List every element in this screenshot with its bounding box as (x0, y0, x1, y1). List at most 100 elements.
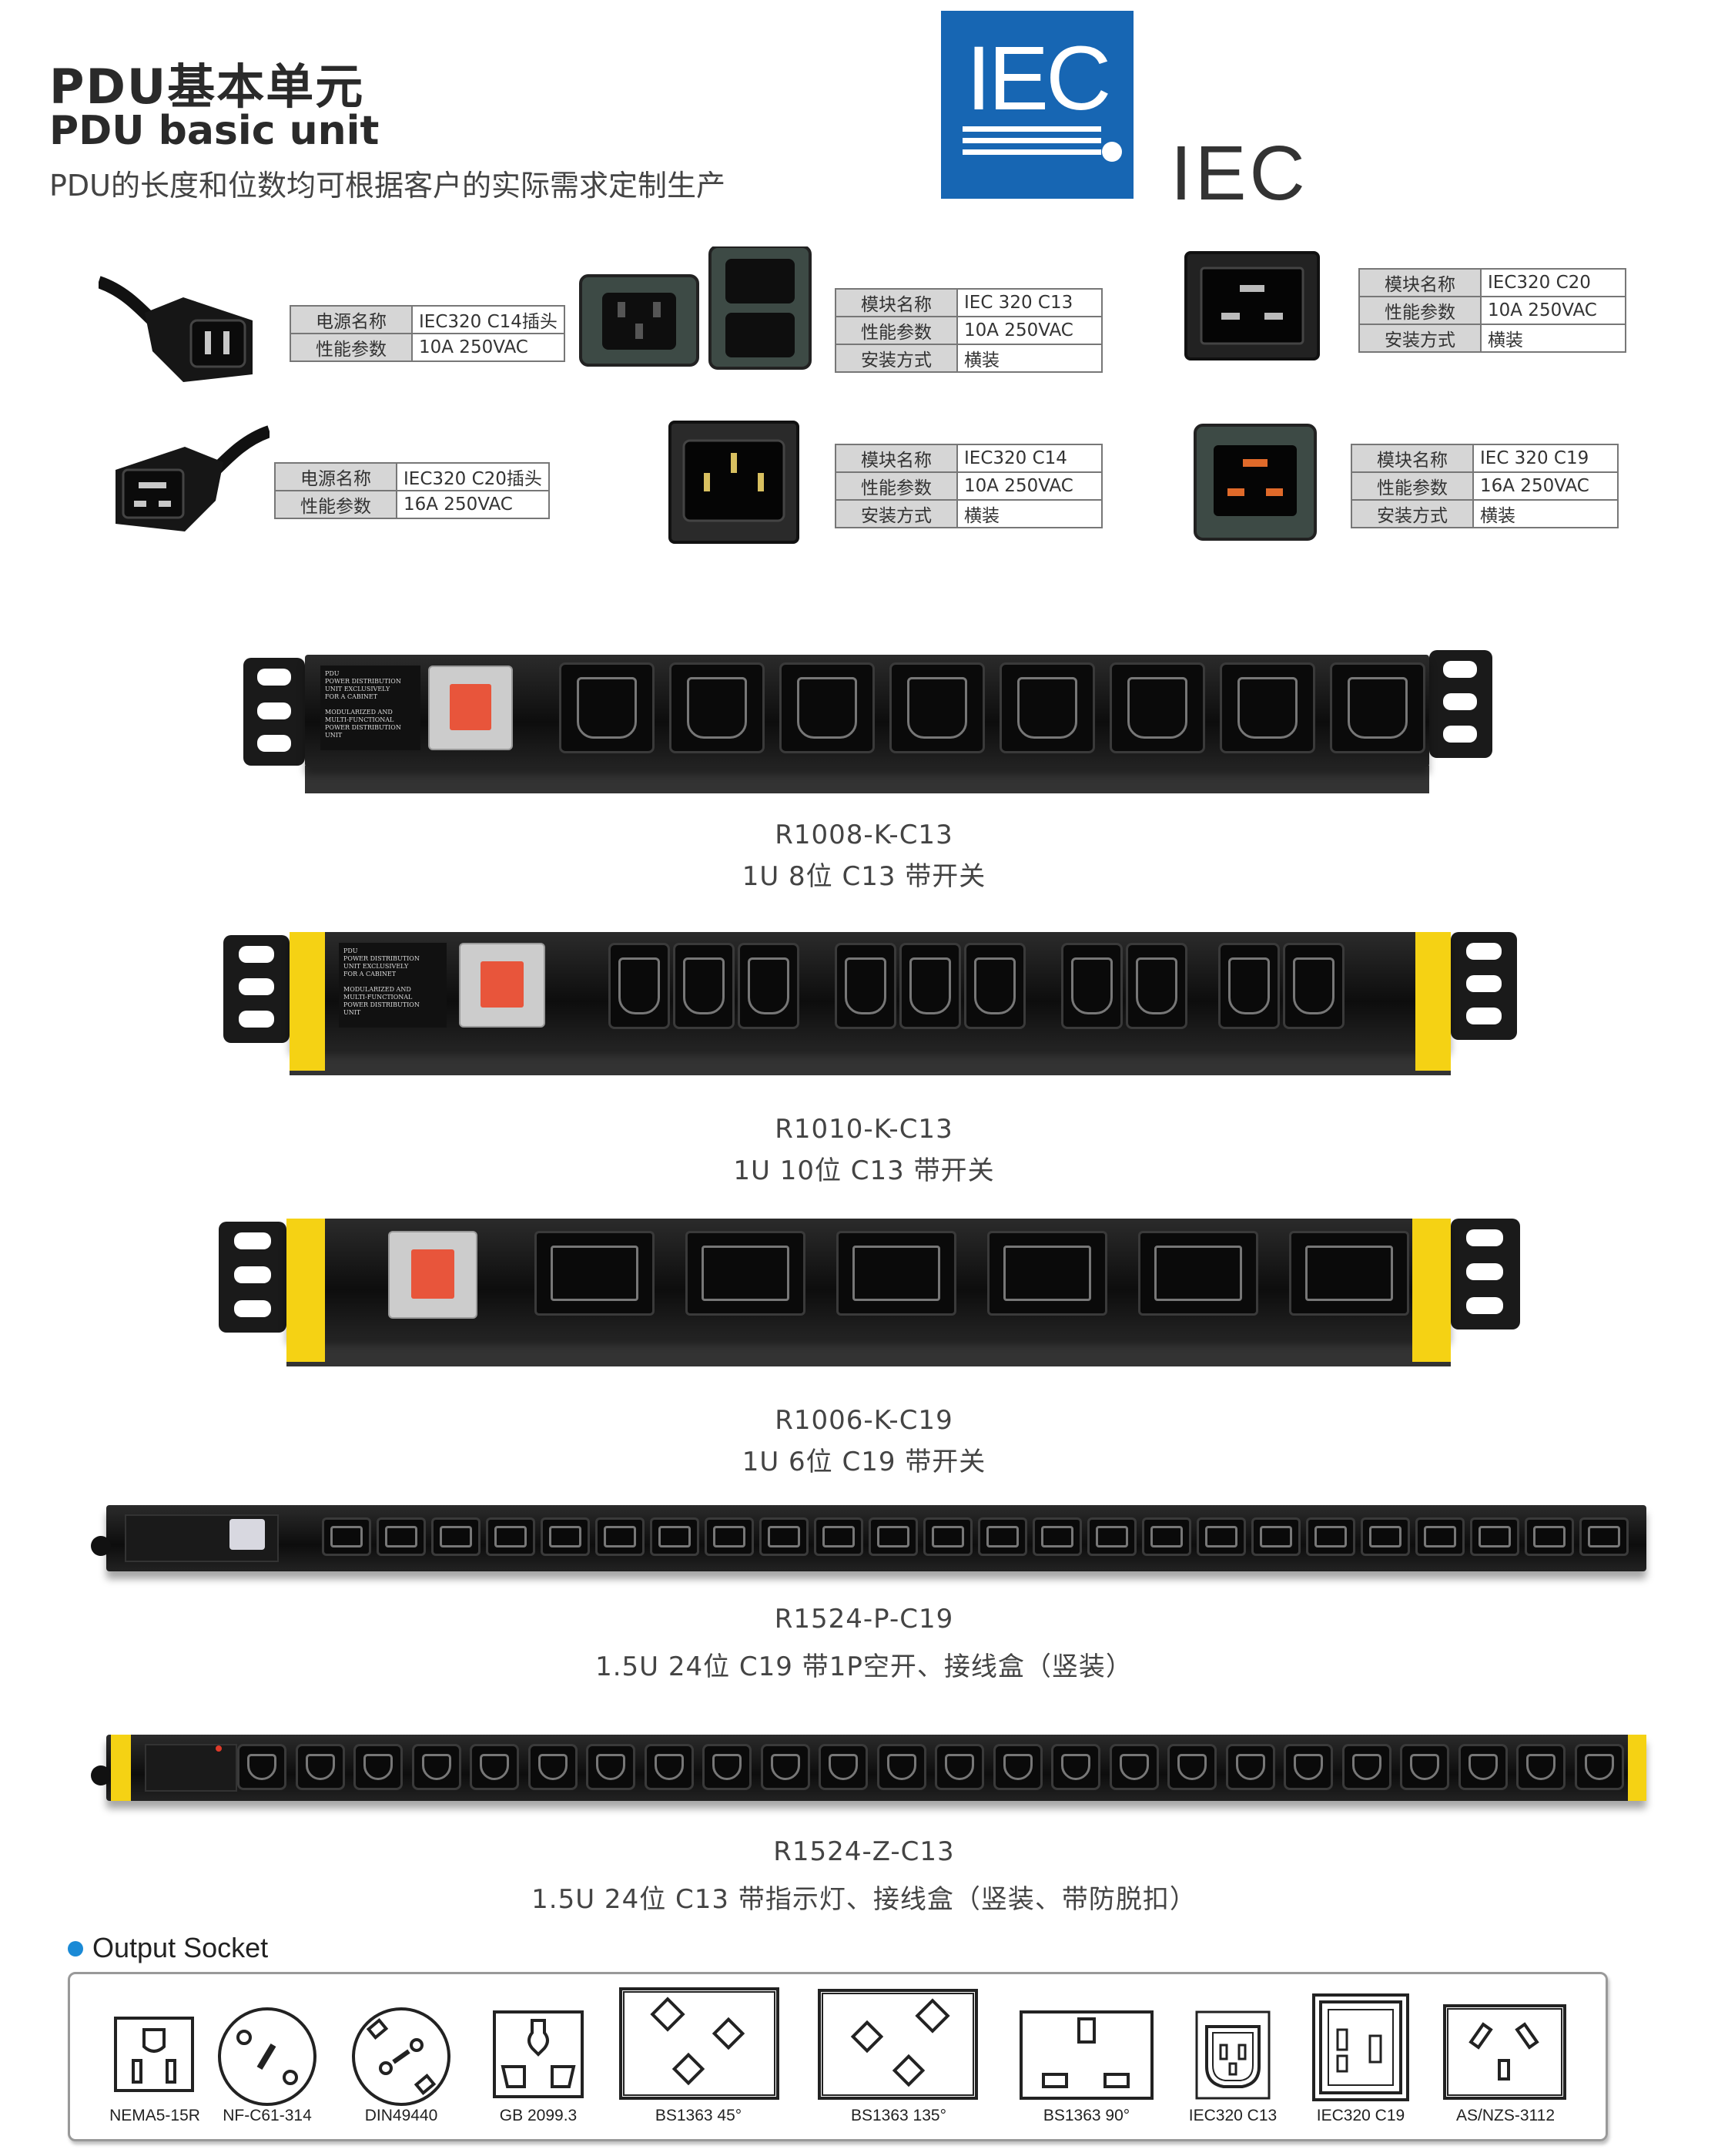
pdu-r1524z-image (91, 1732, 1646, 1809)
spec-value: 横装 (956, 499, 1103, 528)
socket-label: IEC320 C19 (1316, 2107, 1405, 2124)
spec-key: 安装方式 (835, 499, 958, 528)
c19-outlet (685, 1231, 805, 1316)
spec-key: 安装方式 (1358, 324, 1482, 353)
spec-key: 性能参数 (274, 490, 397, 519)
spec-key: 安装方式 (835, 344, 958, 373)
c13-outlet (702, 1744, 752, 1790)
socket-label: AS/NZS-3112 (1456, 2107, 1555, 2124)
c19-outlet (534, 1231, 655, 1316)
din49440-icon (352, 2007, 450, 2106)
c13-outlet (1574, 1744, 1624, 1790)
c14-module-image (668, 421, 799, 547)
spec-key: 性能参数 (835, 471, 958, 501)
end-cap-left (111, 1735, 131, 1801)
spec-key: 模块名称 (1351, 444, 1474, 473)
spec-key: 性能参数 (1358, 296, 1482, 325)
junction-box (145, 1744, 237, 1792)
spec-value: 10A 250VAC (956, 316, 1103, 345)
iec-logo-text: IEC (966, 28, 1109, 129)
product-model: R1006-K-C19 (775, 1405, 953, 1436)
c20-module-image (1184, 251, 1320, 364)
spec-key: 性能参数 (1351, 471, 1474, 501)
mount-bracket-right (1429, 650, 1492, 758)
c19-outlet (1251, 1517, 1301, 1556)
page-title-cn: PDU基本单元 (49, 59, 365, 115)
mount-bracket-left (243, 658, 305, 766)
spec-value: 16A 250VAC (396, 490, 550, 519)
spec-key: 模块名称 (1358, 268, 1482, 297)
c19-outlet-row (322, 1517, 1639, 1559)
c13-outlet (295, 1744, 345, 1790)
pdu-r1010-image: PDU POWER DISTRIBUTION UNIT EXCLUSIVELY … (223, 929, 1517, 1083)
output-socket-title: Output Socket (92, 1932, 269, 1963)
power-switch[interactable] (428, 666, 513, 750)
spec-value: 16A 250VAC (1472, 471, 1619, 501)
spec-value: IEC 320 C13 (956, 288, 1103, 317)
spec-value: 横装 (1480, 324, 1626, 353)
c19-outlet (1197, 1517, 1246, 1556)
c19-outlet (814, 1517, 863, 1556)
c13-module-image (579, 245, 818, 373)
product-model: R1008-K-C13 (775, 820, 953, 850)
socket-label: BS1363 90° (1043, 2107, 1130, 2124)
spec-value: IEC320 C20插头 (396, 462, 550, 491)
spec-key: 模块名称 (835, 288, 958, 317)
spec-value: 10A 250VAC (956, 471, 1103, 501)
c13-outlet (1283, 943, 1345, 1029)
socket-label: BS1363 135° (850, 2107, 946, 2124)
c13-outlet (559, 662, 655, 753)
breaker-switch[interactable] (229, 1519, 265, 1550)
c19-outlet (1415, 1517, 1465, 1556)
bs1363-45-icon (619, 1987, 779, 2100)
c13-outlet (527, 1744, 578, 1790)
c13-outlet (760, 1744, 810, 1790)
c19-outlet (923, 1517, 973, 1556)
power-switch[interactable] (388, 1231, 477, 1319)
end-cap-right (1415, 932, 1451, 1071)
c13-outlet (1516, 1744, 1566, 1790)
spec-value: 横装 (1472, 499, 1619, 528)
c19-module-image (1194, 424, 1317, 544)
c13-outlet (673, 943, 735, 1029)
iec320-c19-icon (1312, 1993, 1409, 2101)
c13-outlet (470, 1744, 519, 1790)
spec-key: 电源名称 (274, 462, 397, 491)
socket-label: NF-C61-314 (223, 2107, 312, 2124)
c13-outlet (1330, 662, 1425, 753)
end-cap-left (286, 1219, 325, 1362)
spec-value: 10A 250VAC (411, 333, 565, 362)
spec-value: IEC320 C14 (956, 444, 1103, 473)
mount-bracket-right (1451, 932, 1517, 1040)
nema-5-15r-icon (114, 2017, 194, 2092)
c13-outlet (1284, 1744, 1333, 1790)
table-row: 安装方式横装 (1351, 499, 1619, 528)
c20-plug-image (108, 416, 272, 542)
c13-outlet (1220, 662, 1315, 753)
c19-outlet (650, 1517, 699, 1556)
spec-value: 横装 (956, 344, 1103, 373)
power-switch[interactable] (459, 943, 545, 1028)
c13-outlet (876, 1744, 926, 1790)
c19-outlet (759, 1517, 809, 1556)
pdu-r1524p-image (91, 1502, 1646, 1579)
c19-outlet (1470, 1517, 1519, 1556)
c13-outlet (1225, 1744, 1275, 1790)
c19-outlet (595, 1517, 645, 1556)
product-desc: 1U 8位 C13 带开关 (742, 861, 986, 892)
c13-outlet (993, 1744, 1043, 1790)
pdu-r1006-image (219, 1214, 1520, 1376)
c19-outlet (1579, 1517, 1629, 1556)
product-desc: 1U 10位 C13 带开关 (733, 1155, 995, 1186)
spec-key: 性能参数 (835, 316, 958, 345)
c19-outlet (978, 1517, 1027, 1556)
c19-outlet (486, 1517, 535, 1556)
